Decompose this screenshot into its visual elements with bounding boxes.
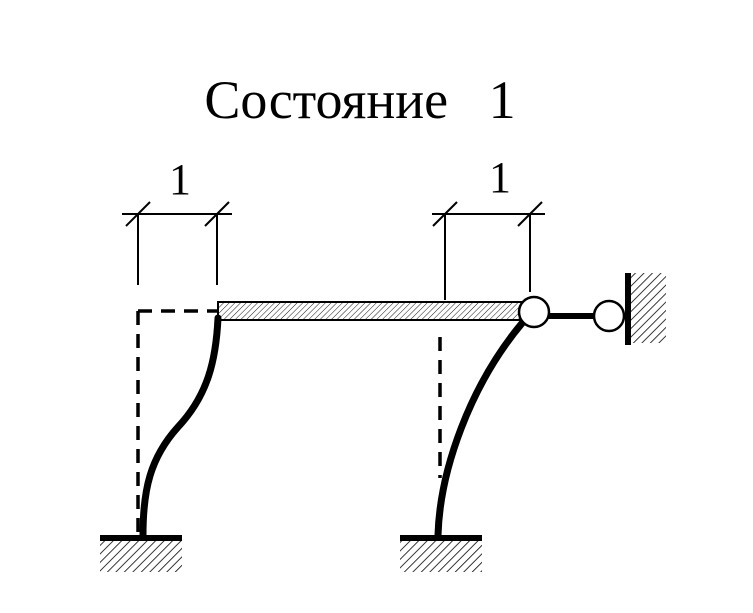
left-ground-support [100,535,182,572]
right-dimension-label: 1 [489,153,511,202]
right-ground-support [400,535,482,572]
displaced-beam [217,301,525,321]
undeformed-frame [136,309,442,535]
right-dimension-line [432,201,545,300]
diagram-title: Состояние 1 [204,70,515,130]
left-dimension-line [122,201,232,285]
right-deformed-column [434,318,527,539]
beam-end-hinge [517,295,551,329]
left-dimension-label: 1 [169,155,191,204]
left-deformed-column [139,314,222,539]
support-link-hinge [592,299,626,333]
right-wall-support [625,273,666,345]
